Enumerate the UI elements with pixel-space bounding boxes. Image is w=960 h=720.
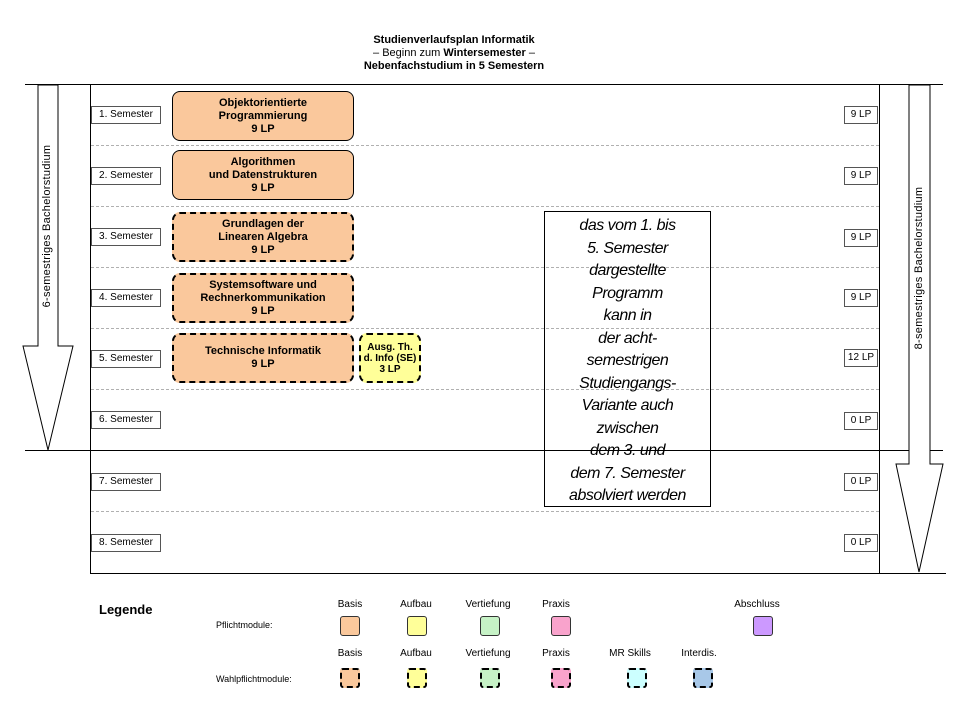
credits-semester-2: 9 LP (844, 167, 878, 185)
diagram-title: Studienverlaufsplan Informatik – Beginn … (0, 34, 908, 73)
legend-swatch-pflicht-aufbau (407, 616, 427, 636)
semester-label-8: 8. Semester (91, 534, 161, 552)
module-objektorientierte-programmierung[interactable]: Objektorientierte Programmierung 9 LP (172, 91, 354, 141)
semester-separator (91, 145, 879, 146)
credits-semester-6: 0 LP (844, 412, 878, 430)
legend-pflicht-basis-label: Basis (337, 599, 363, 610)
six-semester-divider (25, 450, 943, 451)
credits-semester-1: 9 LP (844, 106, 878, 124)
frame-top-line (25, 84, 943, 85)
frame-right-line (879, 84, 880, 574)
right-down-arrow-icon (895, 84, 944, 573)
legend-swatch-wahlpflicht-interdis (693, 668, 713, 688)
semester-separator (91, 267, 879, 268)
title-line-3: Nebenfachstudium in 5 Semestern (363, 60, 545, 72)
title-line-1: Studienverlaufsplan Informatik (373, 34, 535, 46)
legend-wahlpflicht-label: Wahlpflichtmodule: (216, 674, 292, 684)
credits-semester-4: 9 LP (844, 289, 878, 307)
semester-label-2: 2. Semester (91, 167, 161, 185)
frame-left-line (90, 84, 91, 574)
legend-swatch-wahlpflicht-basis (340, 668, 360, 688)
semester-separator (91, 206, 879, 207)
legend-swatch-pflicht-abschluss (753, 616, 773, 636)
legend-swatch-pflicht-vertiefung (480, 616, 500, 636)
legend-pflicht-vertiefung-label: Vertiefung (465, 599, 511, 610)
legend-pflicht-praxis-label: Praxis (542, 599, 570, 610)
left-arrow-label: 6-semestriges Bachelorstudium (41, 144, 53, 308)
semester-separator (91, 511, 879, 512)
module-algorithmen-datenstrukturen[interactable]: Algorithmen und Datenstrukturen 9 LP (172, 150, 354, 200)
title-line-2: – Beginn zum Wintersemester – (373, 47, 535, 59)
legend-swatch-wahlpflicht-praxis (551, 668, 571, 688)
legend-pflicht-aufbau-label: Aufbau (400, 599, 432, 610)
module-lineare-algebra[interactable]: Grundlagen der Linearen Algebra 9 LP (172, 212, 354, 262)
semester-label-1: 1. Semester (91, 106, 161, 124)
credits-semester-3: 9 LP (844, 229, 878, 247)
legend-swatch-wahlpflicht-mrskills (627, 668, 647, 688)
credits-semester-8: 0 LP (844, 534, 878, 552)
legend-swatch-pflicht-basis (340, 616, 360, 636)
legend-wahlpflicht-mrskills-label: MR Skills (609, 648, 651, 659)
credits-semester-5: 12 LP (844, 349, 878, 367)
note-box: das vom 1. bis 5. Semester dargestellte … (544, 211, 711, 507)
semester-separator (91, 328, 879, 329)
legend-swatch-wahlpflicht-aufbau (407, 668, 427, 688)
legend-wahlpflicht-interdis-label: Interdis. (681, 648, 717, 659)
frame-bottom-line (90, 573, 946, 574)
credits-semester-7: 0 LP (844, 473, 878, 491)
semester-separator (91, 389, 879, 390)
right-arrow-label: 8-semestriges Bachelorstudium (913, 186, 925, 350)
semester-label-3: 3. Semester (91, 228, 161, 246)
legend-wahlpflicht-vertiefung-label: Vertiefung (465, 648, 511, 659)
legend-pflicht-abschluss-label: Abschluss (734, 599, 780, 610)
semester-label-6: 6. Semester (91, 411, 161, 429)
module-technische-informatik[interactable]: Technische Informatik 9 LP (172, 333, 354, 383)
legend-wahlpflicht-basis-label: Basis (337, 648, 363, 659)
legend-pflicht-label: Pflichtmodule: (216, 620, 273, 630)
semester-label-7: 7. Semester (91, 473, 161, 491)
legend-swatch-wahlpflicht-vertiefung (480, 668, 500, 688)
semester-label-4: 4. Semester (91, 289, 161, 307)
legend-wahlpflicht-praxis-label: Praxis (542, 648, 570, 659)
module-systemsoftware[interactable]: Systemsoftware und Rechnerkommunikation … (172, 273, 354, 323)
legend-swatch-pflicht-praxis (551, 616, 571, 636)
legend-title: Legende (99, 602, 153, 617)
semester-label-5: 5. Semester (91, 350, 161, 368)
left-down-arrow-icon (22, 84, 74, 451)
legend-wahlpflicht-aufbau-label: Aufbau (400, 648, 432, 659)
module-ausgewaehlte-themen[interactable]: Ausg. Th. d. Info (SE) 3 LP (359, 333, 421, 383)
